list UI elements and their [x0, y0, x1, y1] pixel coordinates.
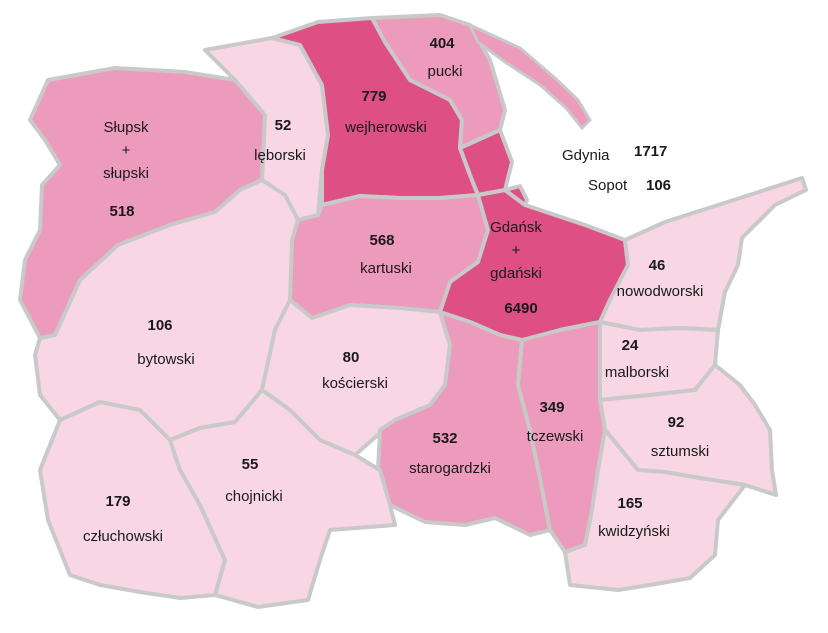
county-value-tczewski: 349 — [539, 399, 564, 416]
hel-peninsula — [466, 21, 592, 131]
county-name-sopot: Sopot — [588, 177, 628, 194]
county-value-slupsk: 518 — [109, 203, 134, 220]
county-value-kartuski: 568 — [369, 232, 394, 249]
region-nowodworski[interactable] — [598, 176, 808, 332]
county-name-koscierski: kościerski — [322, 375, 388, 392]
county-name-kartuski: kartuski — [360, 260, 412, 277]
county-value-sopot: 106 — [646, 177, 671, 194]
county-value-sztumski: 92 — [668, 414, 685, 431]
county-name-gdansk-line-0: Gdańsk — [490, 219, 542, 236]
county-name-gdynia: Gdynia — [562, 147, 610, 164]
county-value-kwidzynski: 165 — [617, 495, 642, 512]
county-name-czluchowski: człuchowski — [83, 528, 163, 545]
county-name-tczewski: tczewski — [527, 428, 584, 445]
county-value-pucki: 404 — [429, 35, 455, 52]
county-name-wejherowski: wejherowski — [344, 119, 427, 136]
county-value-czluchowski: 179 — [105, 493, 130, 510]
county-value-malborski: 24 — [622, 337, 639, 354]
county-name-slupsk-line-2: słupski — [103, 165, 149, 182]
county-value-gdansk: 6490 — [504, 300, 537, 317]
county-name-gdansk-line-1: + — [512, 242, 521, 259]
county-value-chojnicki: 55 — [242, 456, 259, 473]
county-name-pucki: pucki — [427, 63, 462, 80]
region-sopot[interactable] — [503, 184, 529, 207]
county-name-starogardzki: starogardzki — [409, 460, 491, 477]
county-value-leborski: 52 — [275, 117, 292, 134]
region-kwidzynski[interactable] — [563, 428, 747, 592]
county-name-bytowski: bytowski — [137, 351, 195, 368]
county-name-malborski: malborski — [605, 364, 669, 381]
county-name-slupsk-line-0: Słupsk — [103, 119, 149, 136]
county-value-starogardzki: 532 — [432, 430, 457, 447]
county-name-kwidzynski: kwidzyński — [598, 523, 670, 540]
county-value-wejherowski: 779 — [361, 88, 386, 105]
county-name-chojnicki: chojnicki — [225, 488, 283, 505]
region-chojnicki[interactable] — [168, 388, 397, 609]
county-value-koscierski: 80 — [343, 349, 360, 366]
county-name-gdansk-line-2: gdański — [490, 265, 542, 282]
county-name-slupsk-line-1: + — [122, 142, 131, 159]
county-name-sztumski: sztumski — [651, 443, 709, 460]
county-value-nowodworski: 46 — [649, 257, 666, 274]
county-name-leborski: lęborski — [254, 147, 306, 164]
county-value-gdynia: 1717 — [634, 143, 667, 160]
county-value-bytowski: 106 — [147, 317, 172, 334]
county-name-nowodworski: nowodworski — [617, 283, 704, 300]
